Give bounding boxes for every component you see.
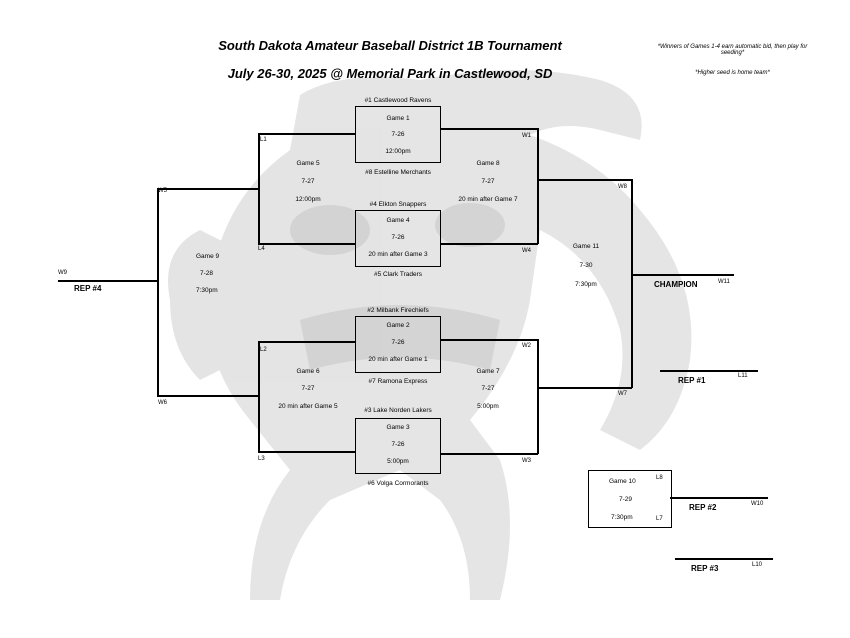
bracket-line — [440, 339, 538, 341]
bracket-line — [258, 451, 356, 453]
game-5-date: 7-27 — [301, 178, 315, 185]
game-3-time: 5:00pm — [387, 458, 409, 465]
bracket-line — [258, 243, 356, 245]
label-w1: W1 — [522, 133, 531, 139]
label-w8: W8 — [618, 184, 627, 190]
game-3-box — [355, 418, 441, 474]
game-4-time: 20 min after Game 3 — [368, 251, 428, 258]
champion-label: CHAMPION — [654, 280, 698, 289]
tournament-title: South Dakota Amateur Baseball District 1… — [218, 38, 562, 53]
label-l10: L10 — [752, 562, 763, 568]
game-3-date: 7-26 — [391, 441, 405, 448]
label-l7: L7 — [656, 516, 663, 522]
game-2-name: Game 2 — [386, 322, 410, 329]
game-2-date: 7-26 — [391, 339, 405, 346]
bracket-line — [157, 188, 259, 190]
game-5-name: Game 5 — [296, 160, 320, 167]
rep-4-label: REP #4 — [74, 284, 102, 293]
game-1-box — [355, 106, 441, 163]
bracket-line — [258, 133, 356, 135]
bracket-line — [660, 370, 758, 372]
label-l1: L1 — [260, 137, 267, 143]
label-w5: W5 — [158, 188, 167, 194]
bracket-line — [258, 341, 260, 452]
game-2-box — [355, 316, 441, 373]
game-4-date: 7-26 — [391, 234, 405, 241]
bracket-line — [157, 188, 159, 396]
game-9-date: 7-28 — [200, 270, 214, 277]
game-8-time: 20 min after Game 7 — [458, 196, 518, 203]
game-11-time: 7:30pm — [575, 281, 597, 288]
rep-2-label: REP #2 — [689, 503, 717, 512]
game-10-name: Game 10 — [609, 478, 636, 485]
game-10-box — [588, 470, 672, 528]
game-10-time: 7:30pm — [611, 514, 633, 521]
label-w11: W11 — [718, 279, 730, 285]
game-5-time: 12:00pm — [295, 196, 321, 203]
bracket-line — [440, 128, 538, 130]
bracket-line — [537, 387, 632, 389]
tournament-dates: July 26-30, 2025 @ Memorial Park in Cast… — [227, 66, 553, 81]
bracket-line — [675, 558, 773, 560]
rep-3-label: REP #3 — [691, 564, 719, 573]
game-8-name: Game 8 — [476, 160, 500, 167]
game-11-name: Game 11 — [572, 243, 600, 250]
game-1-date: 7-26 — [391, 131, 405, 138]
game-11-date: 7-30 — [579, 262, 593, 269]
game-6-name: Game 6 — [296, 368, 320, 375]
game-4-top-team: #4 Elkton Snappers — [369, 201, 427, 208]
bracket-line — [670, 497, 768, 499]
label-l4: L4 — [258, 246, 265, 252]
label-l2: L2 — [260, 347, 267, 353]
game-9-time: 7:30pm — [196, 287, 218, 294]
game-1-name: Game 1 — [386, 115, 410, 122]
bracket-line — [631, 179, 633, 388]
game-6-date: 7-27 — [301, 385, 315, 392]
note-automatic-bid: *Winners of Games 1-4 earn automatic bid… — [657, 44, 808, 56]
label-w3: W3 — [522, 458, 531, 464]
game-10-date: 7-29 — [619, 496, 633, 503]
game-2-bottom-team: #7 Ramona Express — [368, 378, 428, 385]
rep-1-label: REP #1 — [678, 376, 706, 385]
game-3-bottom-team: #6 Volga Cormorants — [367, 480, 429, 487]
game-8-date: 7-27 — [481, 178, 495, 185]
game-6-time: 20 min after Game 5 — [278, 403, 338, 410]
label-w4: W4 — [522, 248, 531, 254]
bracket-line — [440, 243, 538, 245]
label-w10: W10 — [751, 501, 764, 507]
game-7-time: 5:00pm — [477, 403, 499, 410]
label-w2: W2 — [522, 343, 531, 349]
label-w9: W9 — [58, 270, 67, 276]
game-4-bottom-team: #5 Clark Traders — [373, 271, 423, 278]
label-w6: W6 — [158, 400, 167, 406]
note-home-team: *Higher seed is home team* — [695, 70, 770, 76]
label-w7: W7 — [618, 391, 627, 397]
game-1-top-team: #1 Castlewood Ravens — [364, 97, 432, 104]
bracket-line — [440, 453, 538, 455]
label-l11: L11 — [738, 373, 748, 379]
game-7-name: Game 7 — [476, 368, 500, 375]
game-4-name: Game 4 — [386, 217, 410, 224]
bracket-line — [58, 280, 158, 282]
bracket-line — [537, 339, 539, 454]
game-3-name: Game 3 — [386, 424, 410, 431]
bracket-line — [537, 128, 539, 244]
bracket-line — [258, 341, 356, 343]
bracket-line — [631, 274, 734, 276]
bracket-line — [157, 395, 259, 397]
label-l3: L3 — [258, 456, 265, 462]
bracket-line — [537, 179, 632, 181]
game-2-time: 20 min after Game 1 — [368, 356, 428, 363]
game-1-time: 12:00pm — [385, 148, 411, 155]
game-7-date: 7-27 — [481, 385, 495, 392]
game-1-bottom-team: #8 Estelline Merchants — [365, 169, 431, 176]
game-2-top-team: #2 Milbank Firechiefs — [367, 307, 429, 314]
game-3-top-team: #3 Lake Norden Lakers — [364, 407, 432, 414]
label-l8: L8 — [656, 475, 663, 481]
game-9-name: Game 9 — [196, 253, 220, 260]
game-4-box — [355, 210, 441, 267]
